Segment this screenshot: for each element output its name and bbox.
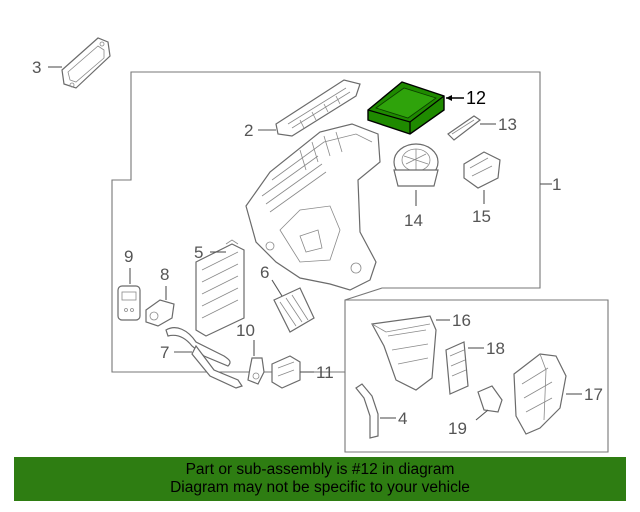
part-19-clip[interactable] [477,385,503,413]
part-9-sensor[interactable] [117,285,141,321]
part-11-connector[interactable] [271,355,301,389]
leader-12-arrow [446,95,452,101]
callout-17[interactable]: 17 [584,385,603,404]
callout-8[interactable]: 8 [160,265,169,284]
callout-6[interactable]: 6 [260,263,269,282]
part-7-hose[interactable] [165,327,243,389]
callout-16[interactable]: 16 [452,311,471,330]
banner-line-1: Part or sub-assembly is #12 in diagram [185,461,455,478]
part-12-cabin-filter[interactable] [367,81,445,135]
subassembly-frame [344,299,609,453]
callout-1[interactable]: 1 [552,175,561,194]
part-2-duct[interactable] [275,79,361,137]
callout-15[interactable]: 15 [472,207,491,226]
part-13-filter-element[interactable] [447,115,482,141]
part-5-evaporator[interactable] [195,239,245,337]
part-18-filter[interactable] [445,341,469,395]
part-10-sensor-probe[interactable] [247,357,265,385]
callout-11[interactable]: 11 [316,363,334,382]
leader-6 [271,279,283,297]
banner-line-2: Diagram may not be specific to your vehi… [170,479,470,496]
callout-12[interactable]: 12 [466,88,486,108]
part-17-case[interactable] [513,353,567,435]
callout-9[interactable]: 9 [124,247,133,266]
callout-10[interactable]: 10 [236,321,255,340]
part-4-drain-tube[interactable] [355,383,379,439]
assembly-frame [111,71,541,373]
callout-19[interactable]: 19 [448,419,467,438]
part-8-actuator[interactable] [145,299,175,327]
parts-diagram: 3 2 12 13 14 15 1 [32,37,609,453]
callout-3[interactable]: 3 [32,58,41,77]
callout-13[interactable]: 13 [498,115,517,134]
hvac-housing[interactable] [245,123,381,291]
part-14-blower-motor[interactable] [393,143,439,187]
callout-4[interactable]: 4 [398,409,407,428]
callout-14[interactable]: 14 [404,211,423,230]
info-banner: Part or sub-assembly is #12 in diagram D… [14,457,626,501]
part-15-blower-resistor[interactable] [463,151,501,189]
part-16-duct-housing[interactable] [371,315,437,391]
callout-5[interactable]: 5 [194,243,203,262]
callout-18[interactable]: 18 [486,339,505,358]
part-3-seal[interactable] [61,37,111,89]
callout-7[interactable]: 7 [160,343,169,362]
part-6-heater-core[interactable] [273,287,315,333]
leader-19 [475,409,489,421]
callout-2[interactable]: 2 [244,121,253,140]
